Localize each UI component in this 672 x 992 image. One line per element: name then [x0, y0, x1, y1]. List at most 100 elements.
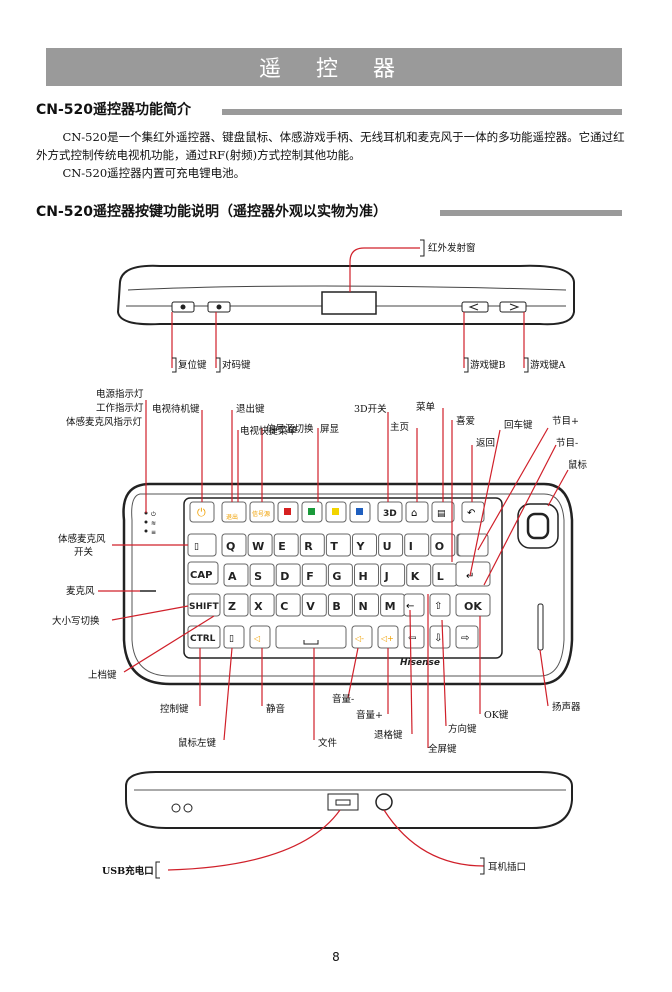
svg-text:音量+: 音量+	[356, 709, 383, 721]
section-rule	[440, 210, 622, 216]
key-n[interactable]	[354, 593, 379, 617]
intro-paragraphs: CN-520是一个集红外遥控器、键盘鼠标、体感游戏手柄、无线耳机和麦克风于一体的…	[36, 128, 632, 182]
key-o[interactable]	[430, 533, 456, 557]
key-label: B	[332, 600, 340, 613]
svg-text:控制键: 控制键	[160, 703, 189, 715]
key-label: A	[228, 570, 237, 583]
key-label: V	[306, 600, 315, 613]
volume-down-icon: ◁-	[354, 634, 364, 643]
key-i[interactable]	[404, 533, 430, 557]
svg-text:退出: 退出	[226, 513, 238, 521]
key-label: D	[280, 570, 289, 583]
key-r[interactable]	[299, 533, 325, 557]
key-label: U	[383, 540, 392, 553]
key-k[interactable]	[406, 563, 432, 587]
back-key[interactable]	[461, 501, 485, 523]
space-key[interactable]	[275, 625, 347, 649]
caps-key[interactable]	[187, 561, 219, 585]
svg-text:节目+: 节目+	[552, 416, 579, 427]
key-v[interactable]	[301, 593, 327, 617]
shift-key[interactable]	[187, 593, 221, 617]
up-arrow-key[interactable]	[429, 593, 451, 617]
key-z[interactable]	[223, 593, 249, 617]
wifi-icon: ≋	[151, 520, 156, 527]
right-arrow-key[interactable]	[455, 625, 479, 649]
section-title-intro: CN-520遥控器功能简介	[36, 102, 192, 118]
enter-icon: ↵	[466, 571, 474, 582]
key-d[interactable]	[275, 563, 301, 587]
key-x[interactable]	[249, 593, 275, 617]
remote-top-view: 红外发射窗 复位键 对码键 游戏键B 游戏键A	[116, 239, 575, 373]
svg-text:电源指示灯: 电源指示灯	[96, 388, 144, 400]
ok-key[interactable]	[455, 593, 491, 617]
svg-text:扬声器: 扬声器	[552, 701, 581, 713]
svg-text:文件: 文件	[318, 737, 338, 749]
key-y[interactable]	[352, 533, 377, 557]
exit-key[interactable]	[221, 501, 247, 523]
key-label: S	[254, 570, 262, 583]
key-label: C	[280, 600, 288, 613]
key-u[interactable]	[378, 533, 404, 557]
front-callout-lines	[98, 400, 569, 748]
key-a[interactable]	[223, 563, 249, 587]
page-number: 8	[332, 950, 340, 964]
key-w[interactable]	[247, 533, 273, 557]
speaker-grille	[537, 603, 544, 651]
page-header: 遥 控 器	[46, 48, 622, 86]
key-g[interactable]	[327, 563, 353, 587]
svg-text:电视待机键: 电视待机键	[152, 403, 200, 415]
key-label: X	[254, 600, 263, 613]
key-label: E	[278, 540, 286, 553]
game-a-button[interactable]	[499, 301, 527, 313]
svg-text:上档键: 上档键	[88, 669, 117, 681]
p-key[interactable]	[457, 533, 489, 557]
svg-text:退格键: 退格键	[374, 729, 403, 741]
key-h[interactable]	[354, 563, 379, 587]
key-b[interactable]	[327, 593, 353, 617]
svg-text:回车键: 回车键	[504, 419, 533, 431]
label-game-b: 游戏键B	[470, 359, 506, 371]
label-earphone: 耳机插口	[488, 861, 526, 873]
backspace-key[interactable]	[403, 593, 425, 617]
svg-text:开关: 开关	[74, 546, 94, 558]
svg-text:返回: 返回	[476, 437, 495, 449]
arrow-down-icon: ⇩	[434, 633, 442, 644]
svg-text:节目-: 节目-	[556, 438, 578, 449]
bottom-callout-lines	[167, 809, 485, 871]
svg-text:喜爱: 喜爱	[456, 415, 475, 427]
3d-key[interactable]	[377, 501, 403, 523]
svg-text:信号源: 信号源	[252, 510, 270, 518]
label-pair: 对码键	[222, 359, 251, 371]
motion-mic-key[interactable]	[187, 533, 217, 557]
ctrl-key[interactable]	[187, 625, 221, 649]
svg-text:CTRL: CTRL	[190, 634, 216, 644]
svg-text:全屏键: 全屏键	[428, 743, 457, 755]
left-arrow-key[interactable]	[403, 625, 425, 649]
svg-text:大小写切换: 大小写切换	[52, 615, 100, 627]
svg-text:OK: OK	[464, 600, 482, 613]
key-f[interactable]	[301, 563, 327, 587]
key-e[interactable]	[273, 533, 299, 557]
key-t[interactable]	[325, 533, 351, 557]
key-c[interactable]	[275, 593, 301, 617]
key-q[interactable]	[221, 533, 247, 557]
down-arrow-key[interactable]	[429, 625, 451, 649]
volume-down-key[interactable]	[351, 625, 373, 649]
game-b-button[interactable]	[461, 301, 489, 313]
svg-text:3D: 3D	[383, 509, 397, 519]
svg-text:退出键: 退出键	[236, 403, 265, 415]
mouse-left-key[interactable]	[223, 625, 245, 649]
key-j[interactable]	[380, 563, 406, 587]
svg-text:麦克风: 麦克风	[66, 585, 95, 597]
key-label: R	[304, 540, 313, 553]
indicator-lights: ⏻ ≋ ≡	[144, 511, 156, 536]
key-label: J	[384, 570, 389, 583]
mute-icon: ◁	[253, 634, 260, 643]
svg-text:SHIFT: SHIFT	[189, 602, 220, 612]
svg-text:静音: 静音	[266, 703, 285, 715]
backspace-icon: ←	[406, 601, 414, 612]
key-s[interactable]	[249, 563, 275, 587]
mute-key[interactable]	[249, 625, 271, 649]
svg-text:CAP: CAP	[190, 570, 212, 581]
svg-text:OK键: OK键	[484, 709, 509, 721]
